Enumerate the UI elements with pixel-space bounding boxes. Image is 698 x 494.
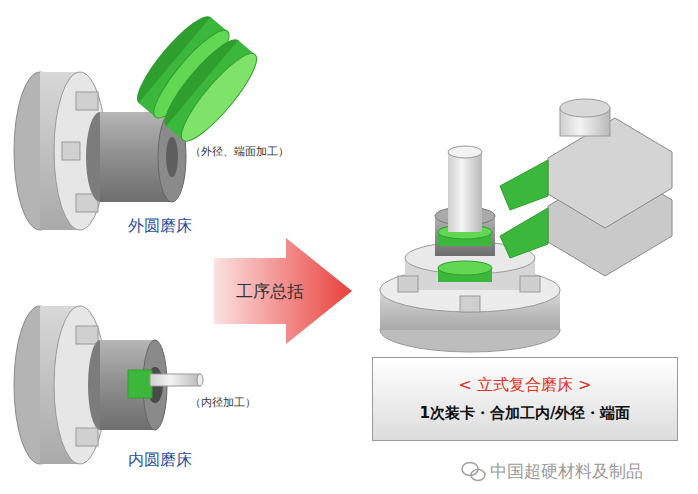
wheel-heads <box>500 99 672 276</box>
process-arrow: 工序总括 <box>214 236 354 346</box>
watermark: 中国超硬材料及制品 <box>490 461 643 481</box>
machine-name: < 立式复合磨床 > <box>459 375 592 396</box>
arrow-outline <box>214 238 352 344</box>
grinding-wheel-outer <box>128 8 266 149</box>
machine-feature: 1次装卡・合加工内/外径・端面 <box>420 404 631 424</box>
process-note: （内径加工） <box>190 396 256 409</box>
arrow-text-holder: 工序总括 <box>214 236 326 346</box>
workpiece-right <box>435 146 495 282</box>
process-note: （外径、端面加工） <box>190 145 289 158</box>
chuck-right <box>380 242 560 352</box>
wechat-icon <box>462 463 485 481</box>
machine-label: 外圆磨床 <box>128 216 192 235</box>
arrow-label: 工序总括 <box>236 280 304 302</box>
result-box: < 立式复合磨床 > 1次装卡・合加工内/外径・端面 <box>372 357 678 441</box>
machine-label: 内圆磨床 <box>128 450 192 469</box>
workpiece-bottom <box>88 340 203 430</box>
